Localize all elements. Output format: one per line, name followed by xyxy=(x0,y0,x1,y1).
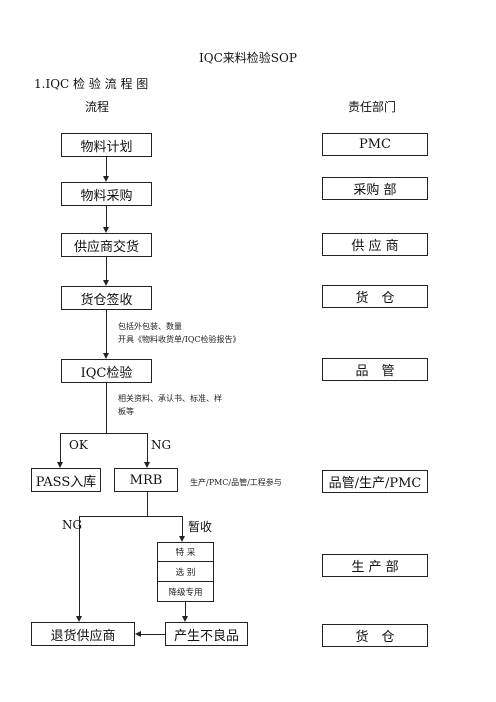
arrow-down-icon xyxy=(182,616,188,622)
arrow-down-icon xyxy=(103,176,109,182)
arrow-down-icon xyxy=(179,536,185,542)
connector-line xyxy=(185,602,186,616)
connector-line xyxy=(106,206,107,227)
arrow-down-icon xyxy=(103,227,109,233)
arrow-down-icon xyxy=(76,616,82,622)
dept-box-warehouse: 货 仓 xyxy=(322,285,428,308)
flow-box-supplier-delivery: 供应商交货 xyxy=(61,233,152,257)
dept-box-purchasing: 采购 部 xyxy=(322,177,428,200)
dept-box-warehouse-final: 货 仓 xyxy=(322,624,428,647)
connector-line xyxy=(147,433,148,462)
connector-line xyxy=(106,257,107,280)
dept-box-quality: 品 管 xyxy=(322,358,428,381)
flow-box-pass-storage: PASS入库 xyxy=(31,468,101,492)
option-special-acceptance: 特 采 xyxy=(157,542,214,562)
flow-box-warehouse-receipt: 货仓签收 xyxy=(61,286,152,310)
dept-box-supplier: 供 应 商 xyxy=(322,233,428,256)
connector-line xyxy=(106,383,107,433)
iqc-note-line-1: 相关资料、承认书、标准、样 xyxy=(118,394,222,403)
ok-label: OK xyxy=(69,438,88,452)
receipt-note-line-2: 开具《物料收货单/IQC检验报告》 xyxy=(118,335,241,344)
section-heading: 1.IQC 检 验 流 程 图 xyxy=(34,77,149,91)
connector-line xyxy=(79,516,80,616)
mrb-participants-note: 生产/PMC/品管/工程参与 xyxy=(190,478,282,487)
hold-label: 暂收 xyxy=(188,520,213,534)
ng-label: NG xyxy=(151,438,172,452)
connector-line xyxy=(141,634,165,635)
connector-line xyxy=(147,492,148,516)
flow-box-material-plan: 物料计划 xyxy=(61,133,152,157)
arrow-down-icon xyxy=(144,462,150,468)
connector-line xyxy=(182,516,183,536)
branch-line xyxy=(60,433,148,434)
receipt-note-line-1: 包括外包装、数量 xyxy=(118,322,182,331)
arrow-down-icon xyxy=(103,353,109,359)
page-title: IQC来料检验SOP xyxy=(199,51,297,65)
connector-line xyxy=(60,433,61,462)
flow-box-mrb: MRB xyxy=(114,468,178,492)
arrow-left-icon xyxy=(135,631,141,637)
dept-box-mrb-team: 品管/生产/PMC xyxy=(322,470,428,493)
connector-line xyxy=(106,157,107,176)
option-sorting: 选 别 xyxy=(157,562,214,582)
option-downgrade-use: 降级专用 xyxy=(157,582,214,602)
branch-line xyxy=(79,516,182,517)
dept-box-pmc: PMC xyxy=(322,133,428,156)
arrow-down-icon xyxy=(57,462,63,468)
flow-box-defective-product: 产生不良品 xyxy=(165,622,248,646)
arrow-down-icon xyxy=(103,280,109,286)
flow-column-header: 流程 xyxy=(85,100,110,114)
flow-box-material-purchase: 物料采购 xyxy=(61,182,152,206)
flow-box-iqc-inspection: IQC检验 xyxy=(61,359,152,383)
flow-box-return-supplier: 退货供应商 xyxy=(31,622,135,646)
iqc-note-line-2: 板等 xyxy=(118,407,134,416)
connector-line xyxy=(106,310,107,353)
ng-label: NG xyxy=(62,518,83,532)
dept-box-production: 生 产 部 xyxy=(322,554,428,577)
department-column-header: 责任部门 xyxy=(348,100,397,114)
